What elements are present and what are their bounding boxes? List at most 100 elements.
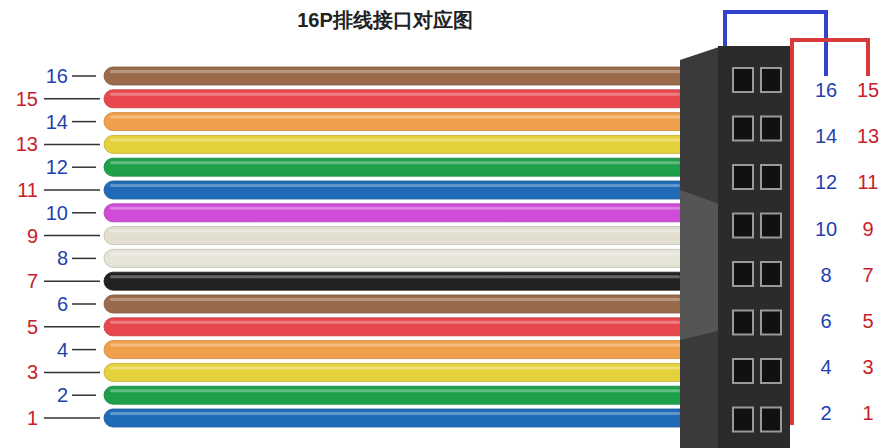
leader-line [72, 75, 96, 77]
pin-number: 16 [46, 66, 68, 86]
ribbon-wire [72, 295, 689, 313]
pin-number: 2 [57, 385, 68, 405]
wire-shine [110, 207, 680, 210]
wire-shine [110, 116, 680, 119]
leader-line [72, 212, 96, 214]
pin-number: 3 [862, 357, 873, 377]
wire-shine [110, 275, 680, 278]
pin-number: 9 [862, 219, 873, 239]
connector-latch [680, 190, 722, 340]
wire-body [104, 113, 689, 131]
pin-hole [733, 262, 753, 286]
pin-number: 11 [858, 172, 879, 192]
ribbon-wire [72, 386, 689, 404]
wire-shine [110, 93, 680, 96]
leader-line [72, 121, 96, 123]
ribbon-wire [72, 158, 689, 176]
wire-body [104, 318, 689, 336]
pin-hole [761, 359, 781, 383]
pin-hole [733, 214, 753, 238]
leader-line [44, 417, 100, 419]
wire-body [104, 204, 689, 222]
pin-number: 14 [46, 112, 68, 132]
ribbon-wire [44, 227, 689, 245]
pin-number: 1 [862, 403, 873, 423]
pin-hole [733, 359, 753, 383]
pin-hole [733, 117, 753, 141]
ribbon-wire [44, 363, 689, 381]
pin-hole [733, 68, 753, 92]
wire-shine [110, 389, 680, 392]
wire-shine [110, 252, 680, 255]
pin-number: 7 [862, 265, 873, 285]
leader-line [72, 349, 96, 351]
ribbon-wire [44, 409, 689, 427]
wire-shine [110, 298, 680, 301]
leader-line [72, 303, 96, 305]
pin-hole [733, 165, 753, 189]
wire-body [104, 181, 689, 199]
wire-body [104, 341, 689, 359]
leader-line [72, 166, 96, 168]
wire-body [104, 295, 689, 313]
pin-hole [761, 214, 781, 238]
pin-number: 5 [862, 311, 873, 331]
pin-number: 15 [857, 80, 879, 100]
pin-number: 10 [815, 219, 837, 239]
ribbon-wire [72, 67, 689, 85]
wire-body [104, 90, 689, 108]
pin-number: 4 [57, 340, 68, 360]
wire-body [104, 249, 689, 267]
pin-number: 2 [820, 403, 831, 423]
pin-number: 9 [27, 226, 38, 246]
ribbon-wire [72, 341, 689, 359]
leader-line [72, 394, 96, 396]
leader-line [72, 258, 96, 260]
pin-hole [761, 68, 781, 92]
pin-number: 12 [815, 172, 837, 192]
pin-hole [761, 117, 781, 141]
pin-hole [733, 408, 753, 432]
leader-line [44, 280, 100, 282]
leader-line [44, 372, 100, 374]
ribbon-wire [44, 90, 689, 108]
wire-shine [110, 138, 680, 141]
pin-number: 5 [27, 317, 38, 337]
leader-line [44, 98, 100, 100]
pin-number: 6 [820, 311, 831, 331]
pin-number: 8 [57, 248, 68, 268]
ribbon-wire [44, 135, 689, 153]
pin-number: 15 [16, 89, 38, 109]
pin-hole [761, 262, 781, 286]
ribbon-wire [44, 318, 689, 336]
leader-line [44, 189, 100, 191]
ribbon-wire [44, 272, 689, 290]
pin-number: 7 [27, 271, 38, 291]
connector-face [718, 46, 790, 448]
leader-line [44, 144, 100, 146]
wire-body [104, 135, 689, 153]
wire-shine [110, 230, 680, 233]
ribbon-wire [72, 204, 689, 222]
connector-side [680, 46, 722, 448]
wire-shine [110, 344, 680, 347]
ribbon-wire [44, 181, 689, 199]
wire-shine [110, 70, 680, 73]
pin-number: 3 [27, 362, 38, 382]
wire-shine [110, 321, 680, 324]
wire-shine [110, 184, 680, 187]
wire-body [104, 363, 689, 381]
pin-number: 16 [815, 80, 837, 100]
pin-number: 1 [27, 408, 38, 428]
pin-number: 14 [815, 126, 837, 146]
pin-hole [761, 408, 781, 432]
pin-number: 13 [16, 134, 38, 154]
wire-body [104, 67, 689, 85]
ribbon-wire [72, 249, 689, 267]
pin-number: 4 [820, 357, 831, 377]
pin-number: 11 [17, 180, 38, 200]
pin-number: 8 [820, 265, 831, 285]
title: 16P排线接口对应图 [297, 10, 473, 30]
